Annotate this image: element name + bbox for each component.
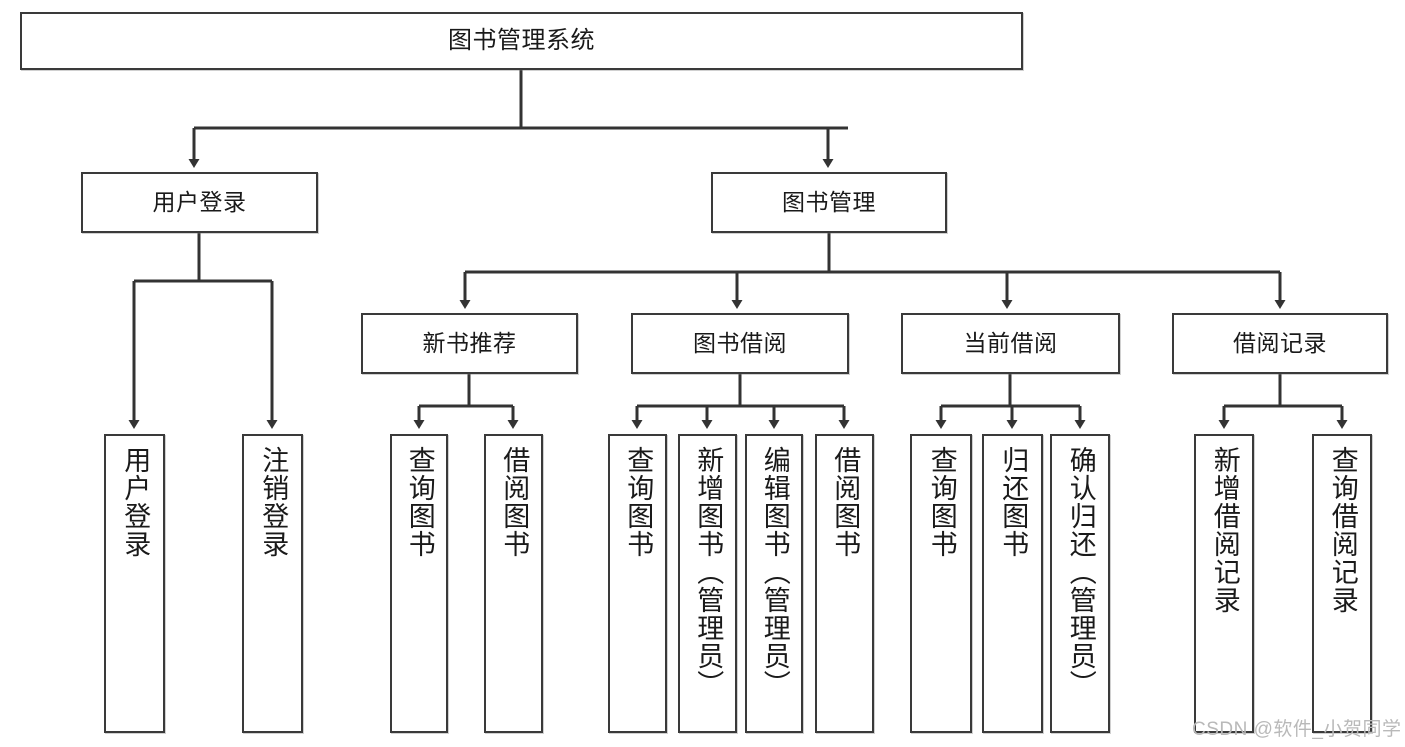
node-root-system[interactable]: 图书管理系统: [20, 12, 1023, 70]
leaf-query-borrow-record[interactable]: 查询借阅记录: [1312, 434, 1372, 733]
node-label: 新增图书（管理员）: [693, 446, 724, 698]
leaf-query-book-borrow[interactable]: 查询图书: [608, 434, 667, 733]
csdn-watermark: CSDN @软件_小贺同学: [1192, 719, 1402, 740]
leaf-add-borrow-record[interactable]: 新增借阅记录: [1194, 434, 1254, 733]
node-borrow-record[interactable]: 借阅记录: [1172, 313, 1388, 374]
node-book-management[interactable]: 图书管理: [711, 172, 947, 233]
leaf-borrow-book[interactable]: 借阅图书: [815, 434, 874, 733]
node-user-login[interactable]: 用户登录: [81, 172, 318, 233]
node-label: 用户登录: [152, 188, 247, 215]
leaf-user-login[interactable]: 用户登录: [104, 434, 165, 733]
leaf-borrow-book-recommend[interactable]: 借阅图书: [484, 434, 543, 733]
node-label: 当前借阅: [963, 329, 1058, 356]
node-label: 用户登录: [120, 446, 151, 558]
node-label: 图书管理: [782, 188, 876, 215]
node-label: 确认归还（管理员）: [1065, 446, 1096, 698]
node-label: 借阅图书: [499, 446, 530, 558]
leaf-query-book-recommend[interactable]: 查询图书: [390, 434, 448, 733]
node-label: 编辑图书（管理员）: [759, 446, 790, 698]
leaf-return-book[interactable]: 归还图书: [982, 434, 1043, 733]
node-label: 查询图书: [623, 446, 654, 558]
node-book-borrow[interactable]: 图书借阅: [631, 313, 849, 374]
node-label: 借阅图书: [830, 446, 861, 558]
node-current-borrow[interactable]: 当前借阅: [901, 313, 1120, 374]
node-label: 查询借阅记录: [1327, 446, 1358, 614]
leaf-edit-book-admin[interactable]: 编辑图书（管理员）: [745, 434, 803, 733]
node-label: 借阅记录: [1233, 329, 1327, 356]
node-label: 注销登录: [258, 446, 289, 558]
node-label: 图书管理系统: [448, 26, 595, 54]
node-label: 新书推荐: [422, 329, 517, 356]
node-label: 归还图书: [998, 446, 1029, 558]
leaf-query-book-current[interactable]: 查询图书: [910, 434, 972, 733]
node-label: 查询图书: [404, 446, 435, 558]
node-label: 查询图书: [926, 446, 957, 558]
leaf-add-book-admin[interactable]: 新增图书（管理员）: [678, 434, 737, 733]
node-label: 图书借阅: [693, 329, 787, 356]
node-label: 新增借阅记录: [1209, 446, 1240, 614]
node-new-book-recommend[interactable]: 新书推荐: [361, 313, 578, 374]
leaf-logout[interactable]: 注销登录: [242, 434, 303, 733]
leaf-confirm-return-admin[interactable]: 确认归还（管理员）: [1050, 434, 1110, 733]
